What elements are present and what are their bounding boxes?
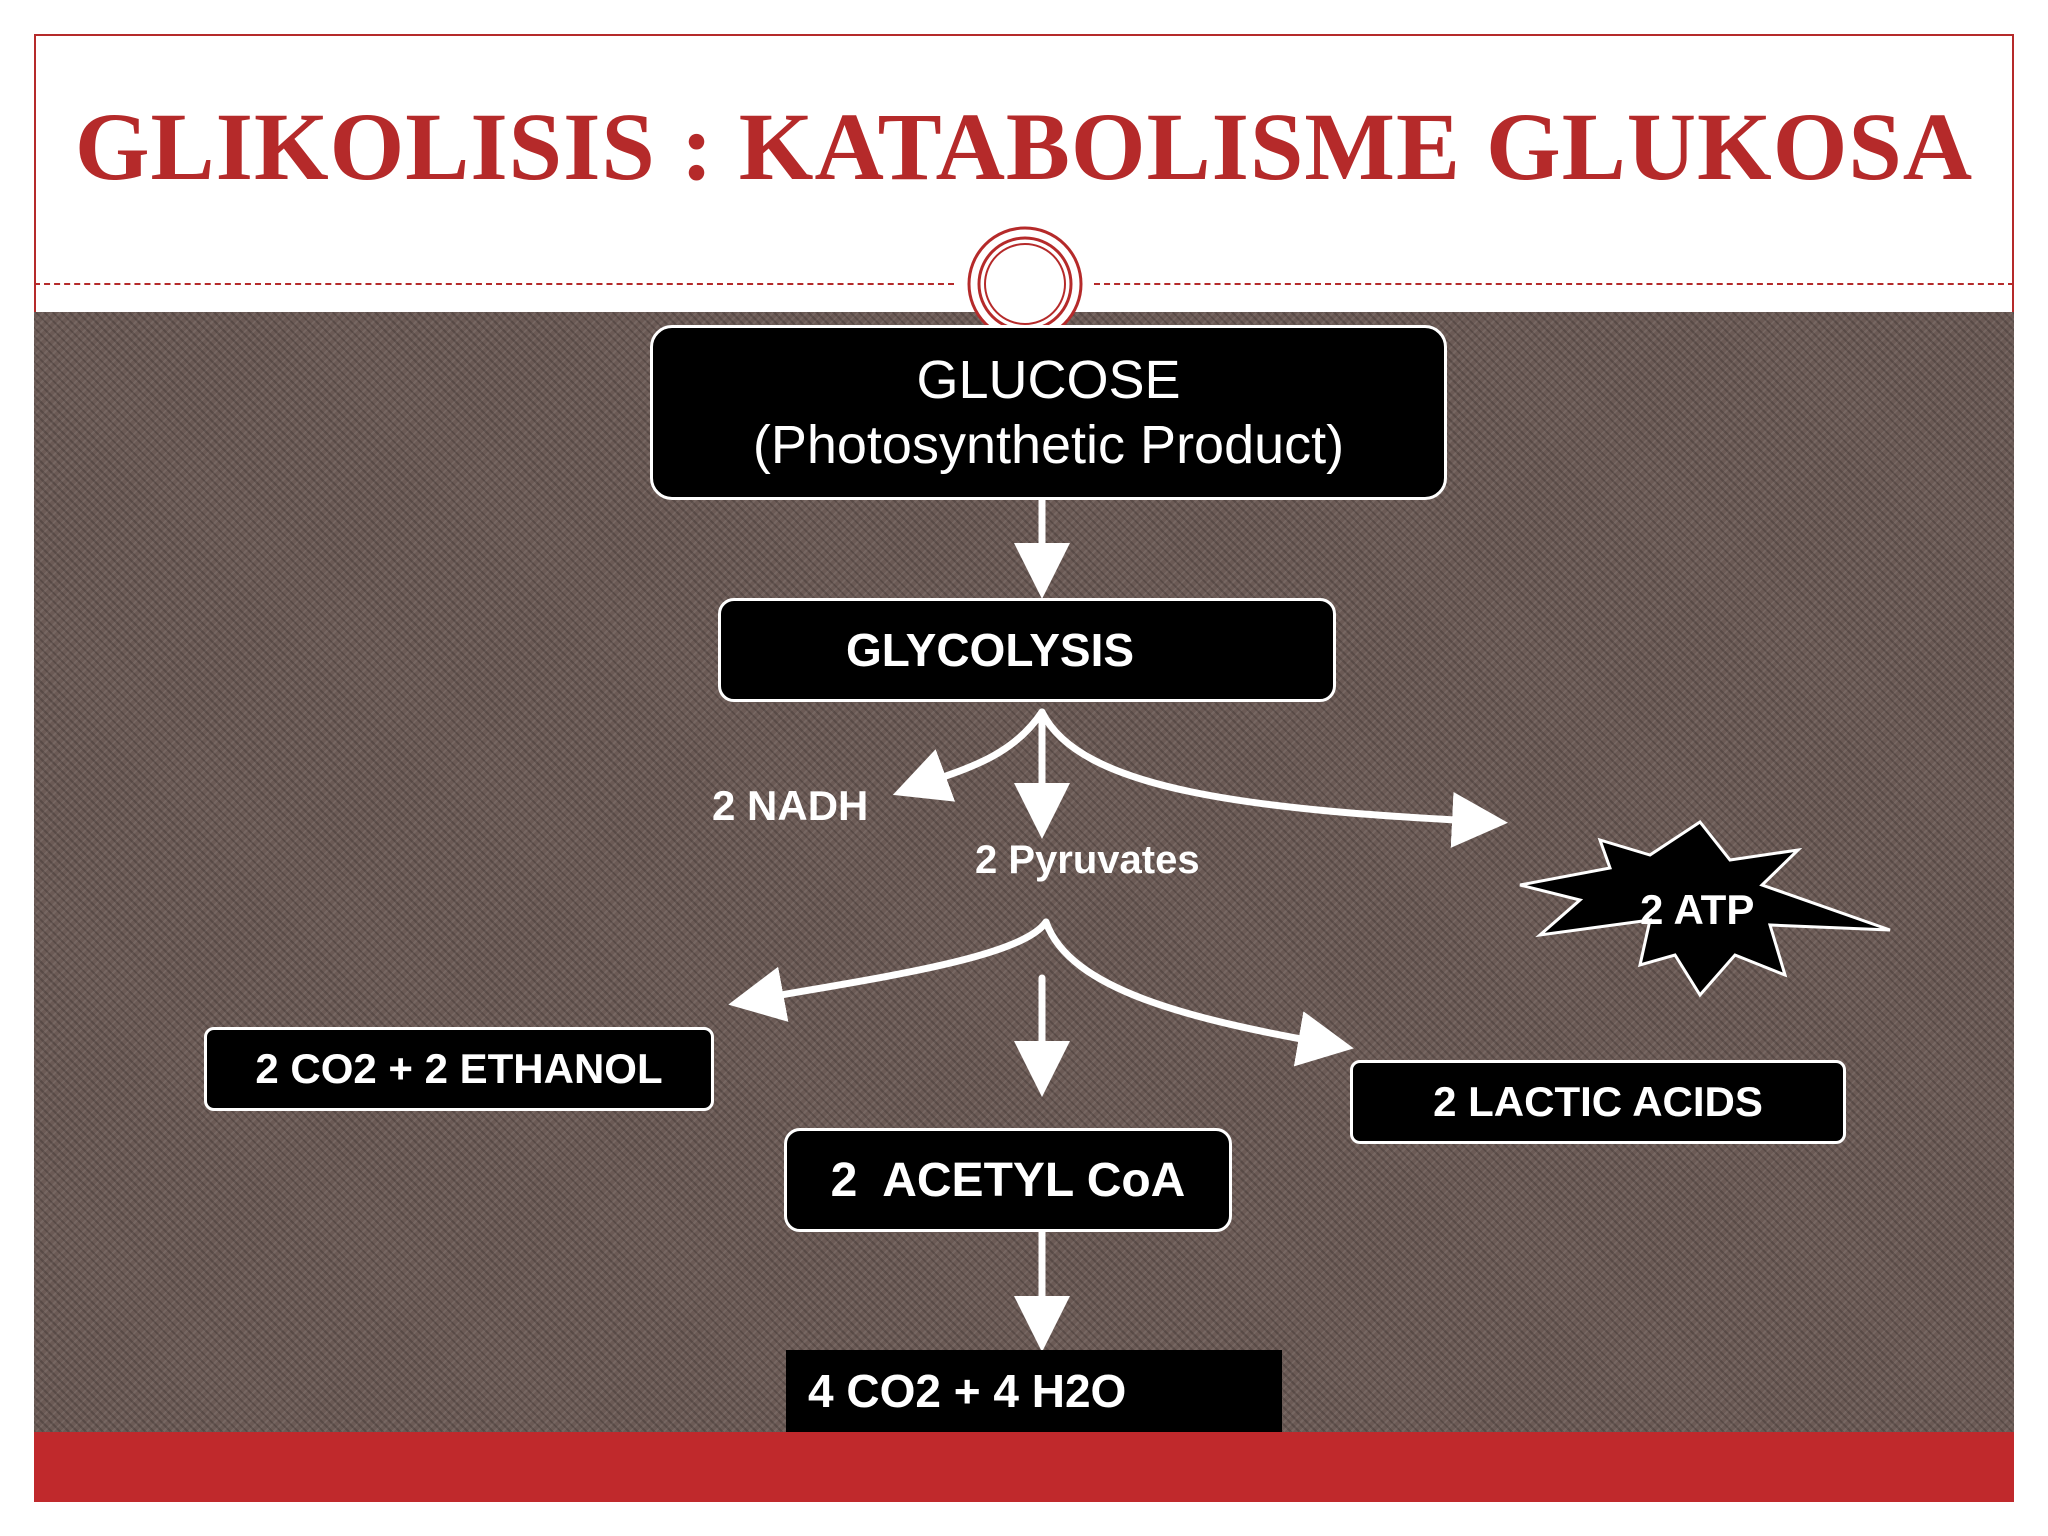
atp-label: 2 ATP [1640,886,1755,933]
nadh-label: 2 NADH [712,782,869,829]
acetyl-coa-node: 2 ACETYL CoA [784,1128,1232,1232]
final-products-label: 4 CO2 + 4 H2O [808,1365,1127,1417]
pyruvates-label: 2 Pyruvates [975,838,1200,882]
lactic-acids-node: 2 LACTIC ACIDS [1350,1060,1846,1144]
ethanol-label: 2 CO2 + 2 ETHANOL [255,1045,663,1092]
glucose-sublabel: (Photosynthetic Product) [752,414,1345,475]
arrow-to-atp [1038,708,1508,848]
title-divider-right [1094,283,2014,285]
glucose-label: GLUCOSE [916,349,1181,410]
arrow-to-lactic [1042,918,1354,1067]
glucose-node: GLUCOSE (Photosynthetic Product) [650,325,1447,500]
lactic-acids-label: 2 LACTIC ACIDS [1433,1078,1763,1125]
title-divider-left [34,283,954,285]
final-products-node: 4 CO2 + 4 H2O [786,1350,1282,1432]
glycolysis-label: GLYCOLYSIS [846,624,1135,676]
ethanol-node: 2 CO2 + 2 ETHANOL [204,1027,714,1111]
atp-starburst [1519,819,1891,998]
bottom-accent-bar [34,1432,2014,1502]
circle-ornament [967,226,1083,342]
acetyl-coa-label: 2 ACETYL CoA [830,1153,1186,1207]
arrow-to-nadh [892,708,1046,802]
glycolysis-node: GLYCOLYSIS [718,598,1336,702]
slide-title: GLIKOLISIS : KATABOLISME GLUKOSA [74,93,1974,200]
arrow-to-ethanol [728,918,1050,1022]
